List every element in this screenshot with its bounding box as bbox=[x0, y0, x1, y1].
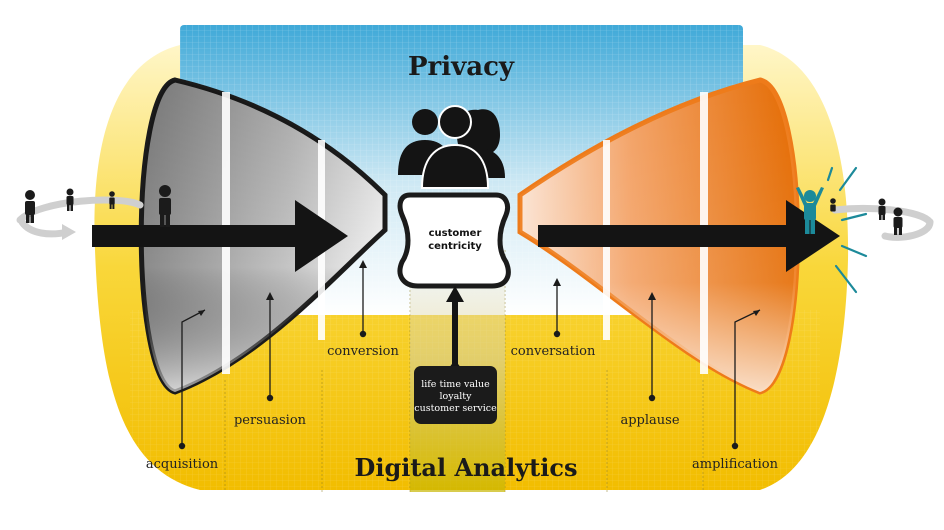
stage-label-acquisition: acquisition bbox=[146, 457, 219, 472]
person-icon bbox=[159, 185, 171, 227]
digital-analytics-title: Digital Analytics bbox=[355, 453, 578, 482]
person-icon bbox=[109, 191, 115, 209]
person-icon bbox=[830, 198, 836, 212]
stage-label-persuasion: persuasion bbox=[234, 413, 307, 428]
stage-pointers bbox=[181, 266, 761, 446]
left-flow-arrow bbox=[92, 200, 348, 272]
outgoing-people-path bbox=[831, 205, 934, 241]
stage-label-applause: applause bbox=[620, 413, 679, 428]
people-group-icon bbox=[398, 105, 505, 189]
value-box-line-1: life time value bbox=[421, 379, 490, 390]
value-box-line-2: loyalty bbox=[439, 391, 472, 402]
center-label-line1: customer bbox=[429, 228, 482, 239]
center-label-line2: centricity bbox=[428, 241, 482, 252]
value-box: life time value loyalty customer service bbox=[414, 366, 497, 424]
cheering-person-icon bbox=[796, 166, 868, 294]
right-flow-arrow bbox=[538, 200, 840, 272]
person-icon bbox=[878, 198, 886, 220]
customer-centricity-node: customer centricity bbox=[397, 192, 511, 289]
person-icon bbox=[893, 207, 903, 235]
stage-label-amplification: amplification bbox=[692, 457, 779, 472]
stage-label-conversion: conversion bbox=[327, 344, 399, 359]
value-box-line-3: customer service bbox=[414, 403, 497, 414]
stage-label-conversation: conversation bbox=[511, 344, 596, 359]
privacy-title: Privacy bbox=[408, 52, 515, 82]
pointer-dots bbox=[178, 260, 760, 450]
person-icon bbox=[66, 188, 74, 211]
person-icon bbox=[25, 190, 35, 223]
